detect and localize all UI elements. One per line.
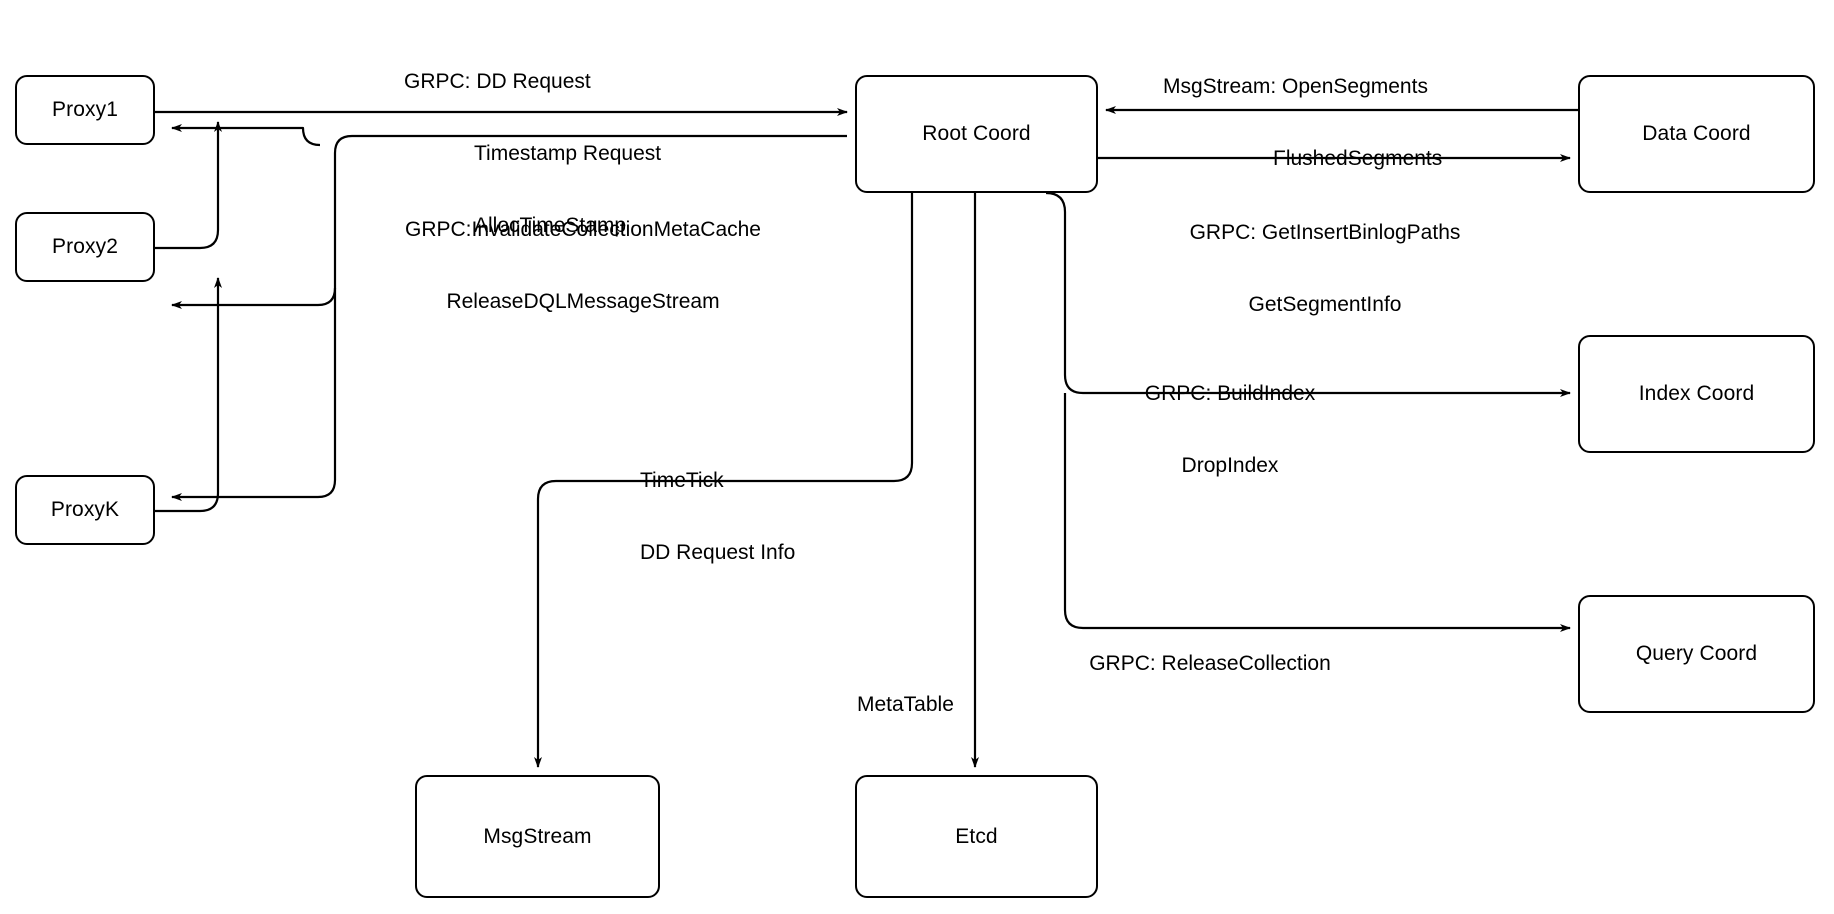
edge-label-proxy-to-root-coord: GRPC: DD Request Timestamp Request Alloc…	[404, 22, 844, 286]
edge-label-proxy-to-root-coord-line2: Timestamp Request	[474, 142, 662, 165]
node-index-coord[interactable]: Index Coord	[1578, 335, 1815, 453]
edge-root-coord-to-proxy1-branch	[171, 124, 321, 147]
edge-root-coord-to-msg-stream	[534, 193, 914, 768]
node-query-coord[interactable]: Query Coord	[1578, 595, 1815, 713]
edge-label-root-coord-to-etcd-line1: MetaTable	[857, 693, 954, 716]
node-root-coord-label: Root Coord	[922, 122, 1031, 146]
edge-label-root-coord-to-msg-stream: TimeTick DD Request Info	[640, 421, 940, 613]
edge-root-coord-to-proxy1	[171, 134, 847, 501]
node-msg-stream[interactable]: MsgStream	[415, 775, 660, 898]
edge-root-coord-to-proxy2-branch	[171, 287, 337, 309]
node-proxy2-label: Proxy2	[52, 235, 118, 259]
edge-label-root-coord-to-msg-stream-line2: DD Request Info	[640, 541, 796, 564]
edge-label-data-coord-to-root-coord-line1: MsgStream: OpenSegments	[1163, 75, 1428, 98]
node-proxy1[interactable]: Proxy1	[15, 75, 155, 145]
edge-root-coord-to-query-coord	[1063, 393, 1571, 632]
node-data-coord-label: Data Coord	[1642, 122, 1751, 146]
node-data-coord[interactable]: Data Coord	[1578, 75, 1815, 193]
edge-label-root-coord-to-query-coord-line1: GRPC: ReleaseCollection	[1089, 652, 1331, 675]
edge-label-root-coord-to-etcd: MetaTable	[857, 645, 1077, 765]
edge-label-data-coord-to-root-coord-line2: FlushedSegments	[1273, 147, 1443, 170]
node-msg-stream-label: MsgStream	[483, 824, 592, 848]
edge-root-coord-to-index-coord	[1045, 191, 1571, 397]
edge-label-root-coord-to-index-coord-line1: GRPC: BuildIndex	[1144, 382, 1316, 405]
node-proxyk-label: ProxyK	[50, 498, 120, 522]
node-index-coord-label: Index Coord	[1638, 382, 1755, 406]
edge-label-root-coord-to-index-coord: GRPC: BuildIndex DropIndex	[1030, 334, 1430, 526]
node-etcd[interactable]: Etcd	[855, 775, 1098, 898]
edge-label-root-coord-to-data-coord-line1: GRPC: GetInsertBinlogPaths	[1189, 221, 1461, 244]
node-proxyk[interactable]: ProxyK	[15, 475, 155, 545]
edge-label-root-coord-to-data-coord: GRPC: GetInsertBinlogPaths GetSegmentInf…	[1125, 173, 1525, 365]
edge-label-root-coord-to-proxy-line2: ReleaseDQLMessageStream	[446, 290, 720, 313]
edge-label-root-coord-to-query-coord: GRPC: ReleaseCollection	[1010, 604, 1410, 724]
edge-proxy2-to-trunk	[155, 121, 222, 250]
edge-label-root-coord-to-proxy-line1: GRPC:InvalidateCollectionMetaCache	[404, 218, 761, 241]
edge-label-root-coord-to-proxy: GRPC:InvalidateCollectionMetaCache Relea…	[378, 170, 788, 362]
edge-proxyk-to-trunk	[155, 277, 222, 513]
edge-label-data-coord-to-root-coord: MsgStream: OpenSegments FlushedSegments	[1163, 27, 1563, 219]
node-root-coord[interactable]: Root Coord	[855, 75, 1098, 193]
edge-label-root-coord-to-index-coord-line2: DropIndex	[1181, 454, 1279, 477]
edge-label-proxy-to-root-coord-line1: GRPC: DD Request	[404, 70, 591, 93]
node-etcd-label: Etcd	[955, 824, 998, 848]
node-proxy2[interactable]: Proxy2	[15, 212, 155, 282]
edge-label-proxy-to-root-coord-line3: AllocTimeStamp	[474, 214, 627, 237]
edge-label-root-coord-to-msg-stream-line1: TimeTick	[640, 469, 724, 492]
node-proxy1-label: Proxy1	[52, 98, 118, 122]
node-query-coord-label: Query Coord	[1635, 642, 1758, 666]
edge-label-root-coord-to-data-coord-line2: GetSegmentInfo	[1248, 293, 1402, 316]
